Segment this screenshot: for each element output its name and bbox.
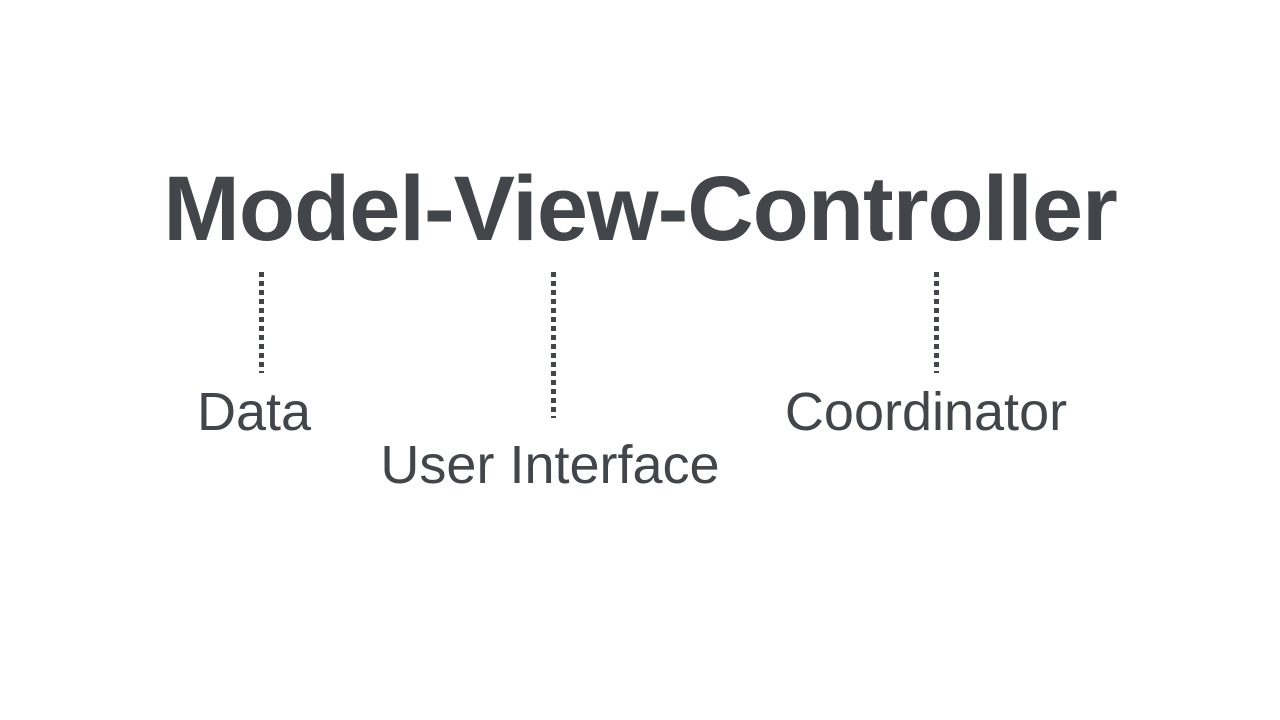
model-meaning-label: Data bbox=[196, 382, 312, 442]
page-title: Model-View-Controller bbox=[163, 158, 1118, 260]
controller-connector-dotted-line bbox=[934, 272, 939, 373]
controller-meaning-label: Coordinator bbox=[784, 382, 1068, 442]
model-connector-dotted-line bbox=[259, 272, 264, 373]
view-meaning-label: User Interface bbox=[380, 435, 720, 495]
view-connector-dotted-line bbox=[551, 272, 556, 418]
